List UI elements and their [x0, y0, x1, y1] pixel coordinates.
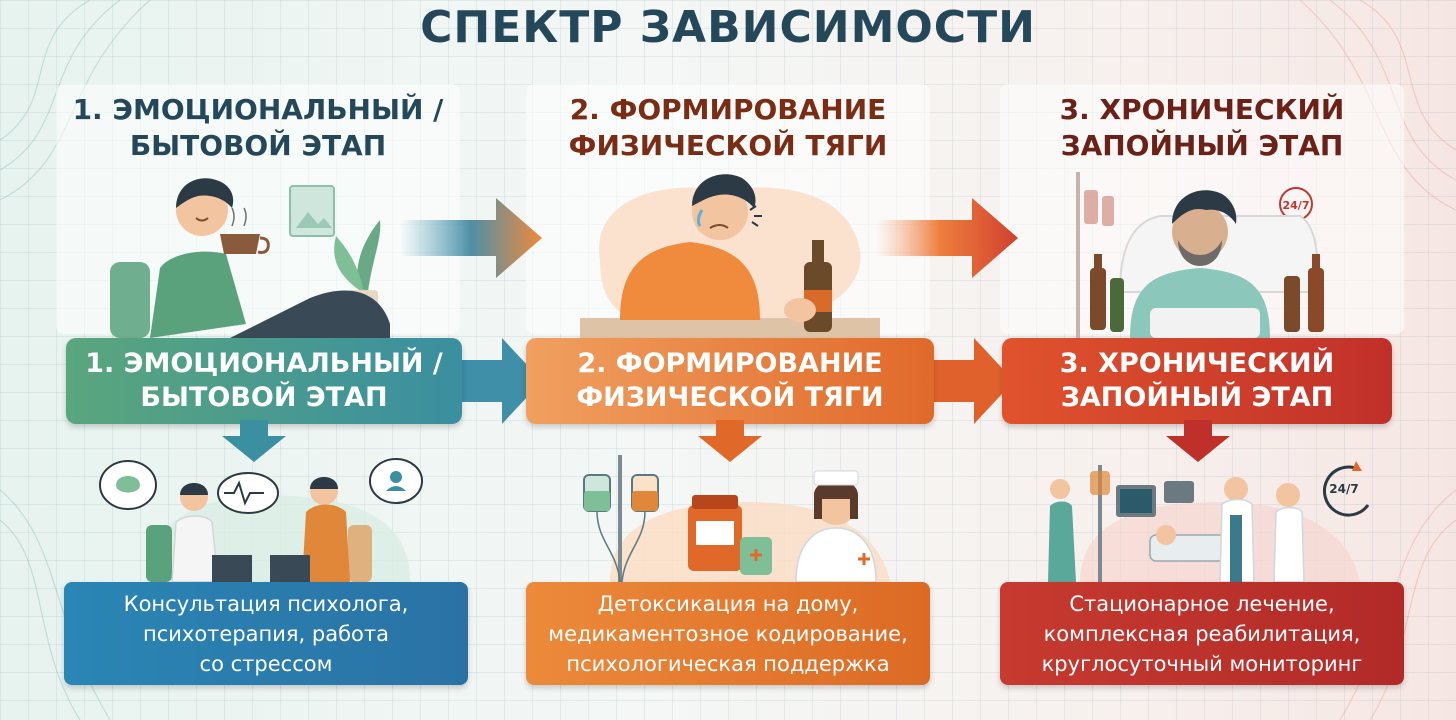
stage2-label: 2. ФОРМИРОВАНИЕ ФИЗИЧЕСКОЙ ТЯГИ [576, 348, 884, 413]
stage2-label-bar: 2. ФОРМИРОВАНИЕ ФИЗИЧЕСКОЙ ТЯГИ [526, 338, 934, 424]
treatment3-illustration: 24/7 [1048, 461, 1370, 582]
badge-24-7-bottom: 24/7 [1329, 482, 1358, 496]
stage2-illustration [580, 174, 880, 338]
treatment2-text: Детоксикация на дому, медикаментозное ко… [548, 591, 908, 676]
treatment3-box: Стационарное лечение, комплексная реабил… [1000, 582, 1404, 685]
treatment1-illustration [99, 458, 423, 582]
treatment3-text: Стационарное лечение, комплексная реабил… [1041, 591, 1363, 676]
arrow-down-3 [1166, 420, 1230, 462]
heartbeat-icon [217, 472, 279, 514]
arrow-down-1 [222, 420, 286, 462]
badge-24-7-top: 24/7 [1283, 199, 1310, 212]
stage1-title: 1. ЭМОЦИОНАЛЬНЫЙ / БЫТОВОЙ ЭТАП [72, 93, 444, 162]
brain-icon [99, 460, 157, 510]
stage3-label: 3. ХРОНИЧЕСКИЙ ЗАПОЙНЫЙ ЭТАП [1059, 348, 1335, 413]
stage3-illustration: 24/7 [1076, 172, 1324, 338]
arrow-top-1-to-2 [400, 198, 542, 278]
arrow-mid-1-to-2 [460, 338, 542, 424]
stage3-label-bar: 3. ХРОНИЧЕСКИЙ ЗАПОЙНЫЙ ЭТАП [1002, 338, 1392, 424]
treatment1-text: Консультация психолога, психотерапия, ра… [123, 591, 409, 676]
arrow-top-2-to-3 [876, 198, 1018, 278]
stage1-label-bar: 1. ЭМОЦИОНАЛЬНЫЙ / БЫТОВОЙ ЭТАП [66, 338, 462, 424]
clock-icon: 24/7 [1322, 461, 1370, 517]
page-title: СПЕКТР ЗАВИСИМОСТИ [420, 2, 1036, 53]
stage3-title: 3. ХРОНИЧЕСКИЙ ЗАПОЙНЫЙ ЭТАП [1059, 93, 1345, 162]
person-icon [369, 458, 423, 504]
arrow-down-2 [698, 420, 762, 462]
treatment2-box: Детоксикация на дому, медикаментозное ко… [526, 582, 930, 685]
arrow-mid-2-to-3 [932, 338, 1014, 424]
treatment1-box: Консультация психолога, психотерапия, ра… [64, 582, 468, 685]
treatment2-illustration [583, 455, 890, 582]
stage1-illustration [110, 178, 390, 338]
stage2-title: 2. ФОРМИРОВАНИЕ ФИЗИЧЕСКОЙ ТЯГИ [568, 93, 888, 162]
stage1-label: 1. ЭМОЦИОНАЛЬНЫЙ / БЫТОВОЙ ЭТАП [85, 348, 443, 413]
